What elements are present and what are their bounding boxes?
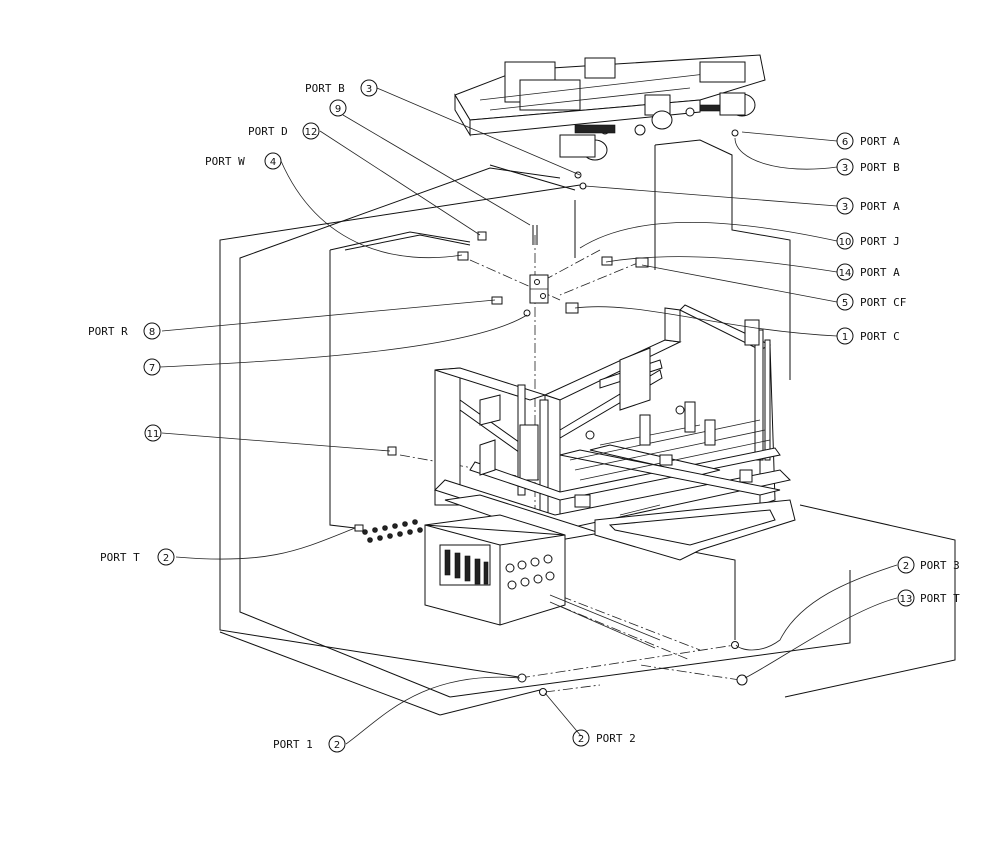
callout-2-port-3: 2 PORT 3 <box>897 556 960 574</box>
svg-text:PORT 3: PORT 3 <box>920 559 960 572</box>
svg-text:PORT T: PORT T <box>920 592 960 605</box>
svg-text:PORT T: PORT T <box>100 551 140 564</box>
svg-text:PORT R: PORT R <box>88 325 128 338</box>
callout-13-port-t: 13 PORT T <box>897 589 960 607</box>
svg-text:12: 12 <box>305 127 318 138</box>
svg-text:10: 10 <box>839 237 852 248</box>
svg-text:2: 2 <box>163 553 169 564</box>
callout-5-port-cf: 5 PORT CF <box>836 293 906 311</box>
svg-text:PORT A: PORT A <box>860 135 900 148</box>
upper-carriage-assembly <box>454 54 766 190</box>
svg-text:8: 8 <box>149 327 155 338</box>
svg-text:14: 14 <box>839 268 852 279</box>
callout-port-1-2: PORT 1 2 <box>273 735 346 753</box>
svg-text:PORT CF: PORT CF <box>860 296 906 309</box>
callout-3-port-b: 3 PORT B <box>836 158 900 176</box>
main-frame <box>434 304 796 561</box>
svg-text:PORT J: PORT J <box>860 235 900 248</box>
callout-port-b-3-top: PORT B 3 <box>305 79 378 97</box>
callout-port-d-12: PORT D 12 <box>248 122 320 140</box>
svg-text:PORT C: PORT C <box>860 330 900 343</box>
callout-10-port-j: 10 PORT J <box>836 232 900 250</box>
callout-port-w-4: PORT W 4 <box>205 152 282 170</box>
svg-text:3: 3 <box>842 202 848 213</box>
callout-3-port-a: 3 PORT A <box>836 197 900 215</box>
svg-text:11: 11 <box>147 429 160 440</box>
svg-text:PORT D: PORT D <box>248 125 288 138</box>
hose-lines <box>219 139 956 716</box>
svg-text:PORT A: PORT A <box>860 200 900 213</box>
svg-text:4: 4 <box>270 157 276 168</box>
callout-port-t-2: PORT T 2 <box>100 548 175 566</box>
callout-9: 9 <box>329 99 347 117</box>
svg-text:2: 2 <box>578 734 584 745</box>
callout-7: 7 <box>143 358 161 376</box>
callout-2-port-2: 2 PORT 2 <box>572 729 636 747</box>
svg-text:PORT B: PORT B <box>305 82 345 95</box>
svg-text:7: 7 <box>149 363 155 374</box>
leader-lines <box>159 87 898 745</box>
svg-text:13: 13 <box>900 594 913 605</box>
svg-text:1: 1 <box>842 332 848 343</box>
valve-manifold-box <box>354 446 661 649</box>
svg-text:2: 2 <box>903 561 909 572</box>
svg-text:PORT 1: PORT 1 <box>273 738 313 751</box>
svg-text:3: 3 <box>842 163 848 174</box>
svg-text:9: 9 <box>335 104 341 115</box>
svg-text:3: 3 <box>366 84 372 95</box>
callout-1-port-c: 1 PORT C <box>836 327 900 345</box>
svg-text:PORT A: PORT A <box>860 266 900 279</box>
svg-text:5: 5 <box>842 298 848 309</box>
callout-11: 11 <box>144 424 162 442</box>
port-fittings-lower <box>517 641 748 696</box>
callout-port-r-8: PORT R 8 <box>88 322 161 340</box>
callout-6-port-a: 6 PORT A <box>836 132 900 150</box>
svg-text:6: 6 <box>842 137 848 148</box>
callout-14-port-a: 14 PORT A <box>836 263 900 281</box>
svg-text:PORT W: PORT W <box>205 155 245 168</box>
svg-text:PORT 2: PORT 2 <box>596 732 636 745</box>
svg-text:PORT B: PORT B <box>860 161 900 174</box>
svg-text:2: 2 <box>334 740 340 751</box>
valve-block-fittings <box>457 225 649 317</box>
